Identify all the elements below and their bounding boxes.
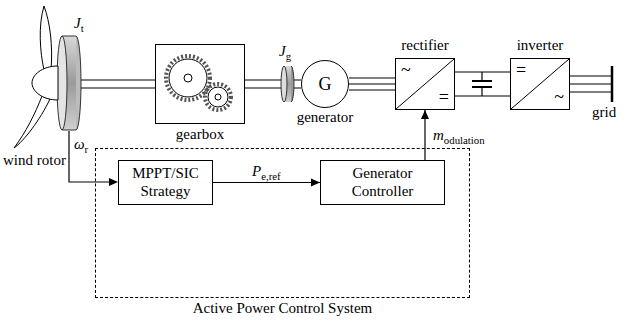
generator-inertia-disc — [281, 66, 287, 102]
dc-capacitor — [481, 87, 482, 96]
part-label: grid — [592, 104, 616, 121]
dc-symbol: = — [439, 87, 449, 108]
part-label: wind rotor — [3, 152, 66, 169]
gear-symbol — [156, 45, 244, 123]
block-text: Generator Controller — [327, 165, 438, 200]
speed-signal-line — [69, 131, 110, 182]
grid-line — [570, 75, 612, 76]
arrowhead — [109, 178, 118, 186]
inertia-label: Jt — [74, 15, 84, 32]
controller-block: Generator Controller — [320, 160, 445, 205]
edge-label: Pe,ref — [250, 163, 283, 180]
generator-circle: Ggenerator — [301, 60, 349, 108]
dc-capacitor — [472, 80, 492, 82]
ac-symbol: ~ — [401, 60, 411, 81]
gearbox: gearbox — [155, 44, 245, 124]
rotor-blade — [40, 6, 51, 70]
dc-symbol: = — [516, 60, 526, 81]
signal-arrow — [421, 110, 429, 160]
converter-label: inverter — [517, 37, 564, 54]
ac-symbol: ~ — [554, 87, 564, 108]
rectifier-box: rectifier~= — [395, 58, 455, 110]
inverter-box: inverter=~ — [510, 58, 570, 110]
gearbox-label: gearbox — [176, 126, 224, 143]
converter-label: rectifier — [401, 37, 448, 54]
strategy-block: MPPT/SIC Strategy — [118, 160, 213, 205]
rotor-blade — [14, 96, 50, 148]
generator-label: generator — [297, 109, 354, 126]
rotor-hub — [32, 66, 58, 100]
inertia-label: Jg — [279, 43, 291, 60]
edge-label: modulation — [431, 127, 487, 144]
block-text: MPPT/SIC Strategy — [125, 165, 206, 200]
generator-letter: G — [319, 74, 332, 95]
ac-power-lines — [349, 78, 395, 90]
grid-line — [570, 83, 612, 84]
shaft — [81, 87, 155, 88]
speed-signal-label: ωr — [74, 136, 88, 153]
grid-line — [570, 91, 612, 92]
dc-capacitor — [481, 72, 482, 81]
dc-link — [455, 72, 510, 96]
group-title: Active Power Control System — [193, 300, 373, 317]
grid-bus — [611, 66, 614, 102]
shaft — [81, 79, 155, 80]
